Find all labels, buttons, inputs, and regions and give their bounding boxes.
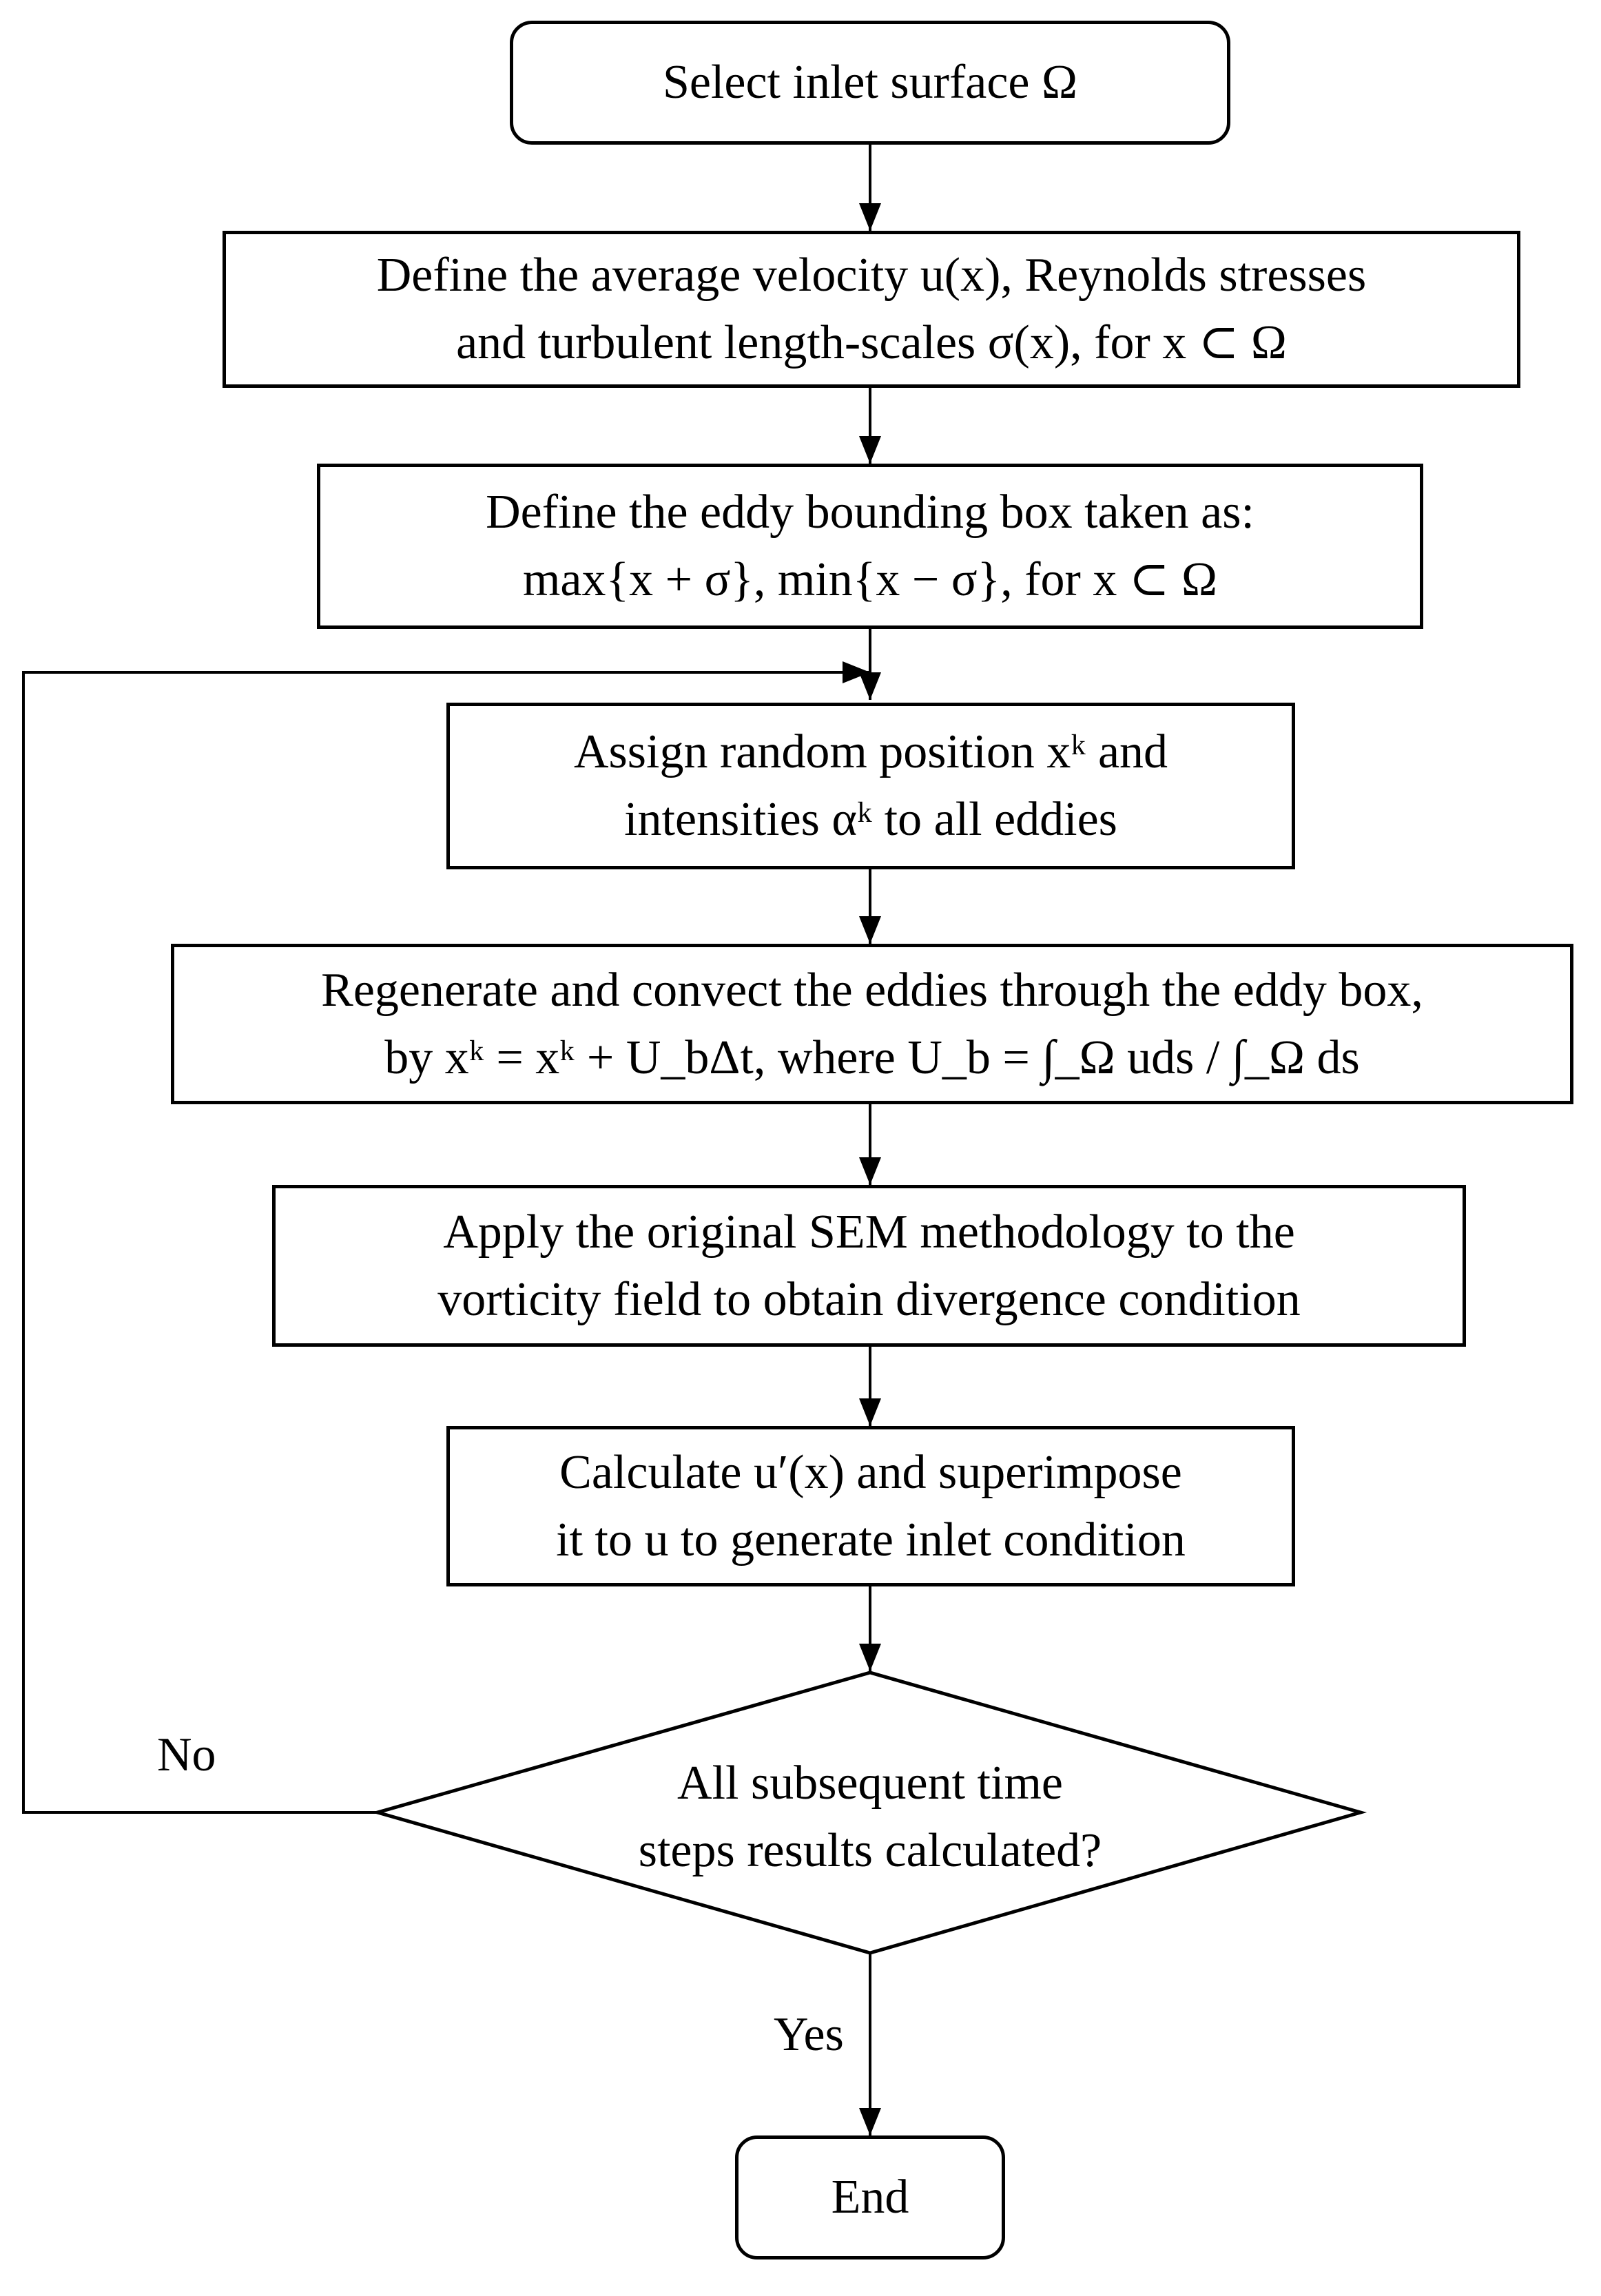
decision-node: All subsequent time steps results calcul… xyxy=(482,1750,1258,1885)
assign-line-1: Assign random position xᵏ and xyxy=(573,725,1168,778)
regenerate-line-2: by xᵏ = xᵏ + U_bΔt, where U_b = ∫_Ω uds … xyxy=(384,1031,1360,1084)
assign-line-2: intensities αᵏ to all eddies xyxy=(624,793,1117,846)
start-node-text: Select inlet surface Ω xyxy=(662,56,1078,109)
assign-node: Assign random position xᵏ and intensitie… xyxy=(446,703,1295,869)
apply-sem-node: Apply the original SEM methodology to th… xyxy=(272,1185,1466,1347)
decision-diamond-shape xyxy=(371,1671,1367,1955)
define-velocity-node: Define the average velocity u(x), Reynol… xyxy=(223,231,1520,388)
define-velocity-line-1: Define the average velocity u(x), Reynol… xyxy=(376,249,1367,302)
calculate-line-2: it to u to generate inlet condition xyxy=(556,1513,1186,1566)
bounding-box-node: Define the eddy bounding box taken as: m… xyxy=(317,464,1423,629)
bounding-box-line-2: max{x + σ}, min{x − σ}, for x ⊂ Ω xyxy=(522,553,1218,606)
loop-back-no-line xyxy=(22,661,870,1814)
decision-line-2: steps results calculated? xyxy=(638,1824,1102,1877)
end-node-text: End xyxy=(831,2171,909,2224)
calculate-line-1: Calculate u′(x) and superimpose xyxy=(559,1445,1182,1499)
yes-label: Yes xyxy=(774,2008,844,2061)
no-label: No xyxy=(157,1728,216,1781)
define-velocity-line-2: and turbulent length-scales σ(x), for x … xyxy=(456,316,1287,369)
start-node: Select inlet surface Ω xyxy=(510,21,1230,145)
bounding-box-line-1: Define the eddy bounding box taken as: xyxy=(486,486,1254,539)
end-node: End xyxy=(735,2135,1005,2259)
calculate-node: Calculate u′(x) and superimpose it to u … xyxy=(446,1426,1295,1586)
regenerate-node: Regenerate and convect the eddies throug… xyxy=(171,944,1573,1104)
decision-line-1: All subsequent time xyxy=(677,1757,1063,1810)
apply-sem-line-2: vorticity field to obtain divergence con… xyxy=(437,1272,1301,1326)
apply-sem-line-1: Apply the original SEM methodology to th… xyxy=(443,1205,1295,1259)
regenerate-line-1: Regenerate and convect the eddies throug… xyxy=(321,963,1423,1017)
